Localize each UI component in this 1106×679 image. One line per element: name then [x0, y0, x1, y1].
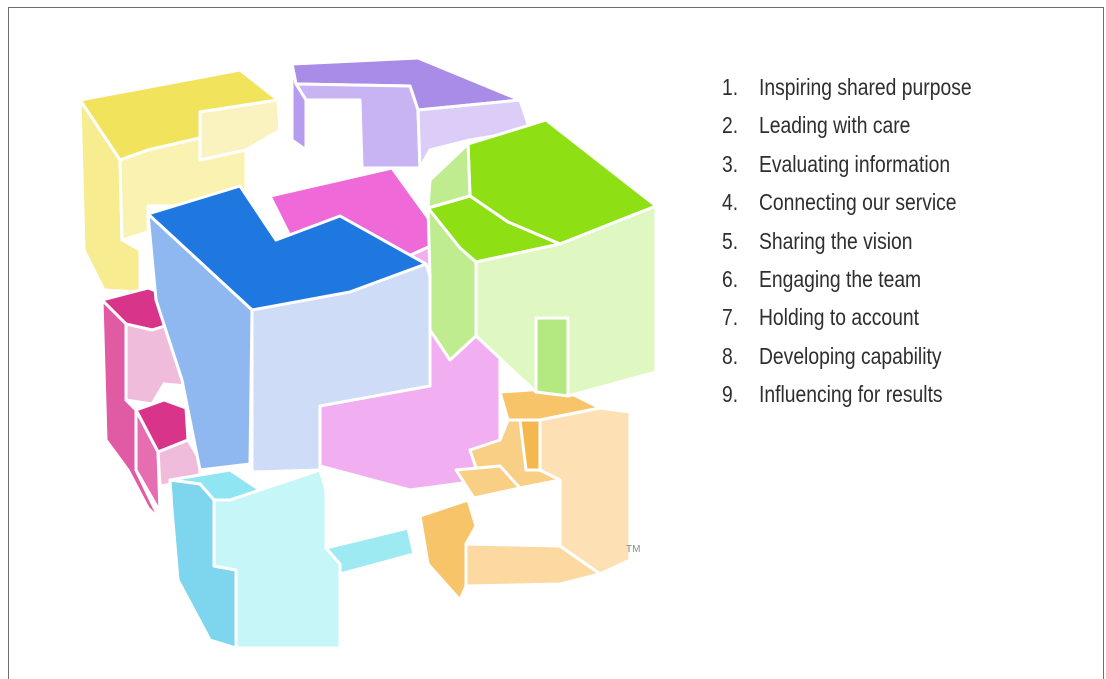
competency-list: 1. Inspiring shared purpose 2. Leading wit…	[722, 68, 972, 414]
item-label: Evaluating information	[758, 150, 951, 177]
item-label: Engaging the team	[758, 265, 922, 292]
blue-piece	[146, 184, 432, 474]
orange-piece	[418, 386, 632, 602]
item-number: 2.	[722, 112, 739, 139]
list-item: 9. Influencing for results	[722, 375, 972, 413]
green-piece	[426, 118, 658, 398]
item-label: Inspiring shared purpose	[758, 74, 972, 100]
leadership-cube-diagram	[78, 57, 658, 649]
item-label: Connecting our service	[758, 189, 957, 216]
item-number: 4.	[722, 189, 739, 216]
item-label: Holding to account	[758, 304, 919, 331]
yellow-piece	[78, 68, 282, 294]
item-number: 3.	[722, 150, 739, 177]
item-label: Leading with care	[758, 112, 911, 139]
list-item: 6. Engaging the team	[722, 260, 972, 298]
list-item: 2. Leading with care	[722, 106, 972, 144]
item-number: 6.	[722, 265, 739, 292]
list-item: 4. Connecting our service	[722, 183, 972, 221]
item-label: Developing capability	[758, 342, 942, 369]
item-label: Sharing the vision	[758, 227, 913, 254]
item-number: 5.	[722, 227, 739, 254]
item-number: 7.	[722, 304, 739, 331]
item-label: Influencing for results	[758, 381, 943, 408]
list-item: 7. Holding to account	[722, 298, 972, 336]
item-number: 8.	[722, 342, 739, 369]
item-number: 1.	[722, 74, 739, 100]
item-number: 9.	[722, 381, 739, 408]
trademark-symbol: TM	[626, 544, 641, 555]
list-item: 1. Inspiring shared purpose	[722, 68, 972, 106]
list-item: 5. Sharing the vision	[722, 222, 972, 260]
list-item: 8. Developing capability	[722, 337, 972, 375]
list-item: 3. Evaluating information	[722, 145, 972, 183]
cyan-piece	[168, 468, 416, 649]
